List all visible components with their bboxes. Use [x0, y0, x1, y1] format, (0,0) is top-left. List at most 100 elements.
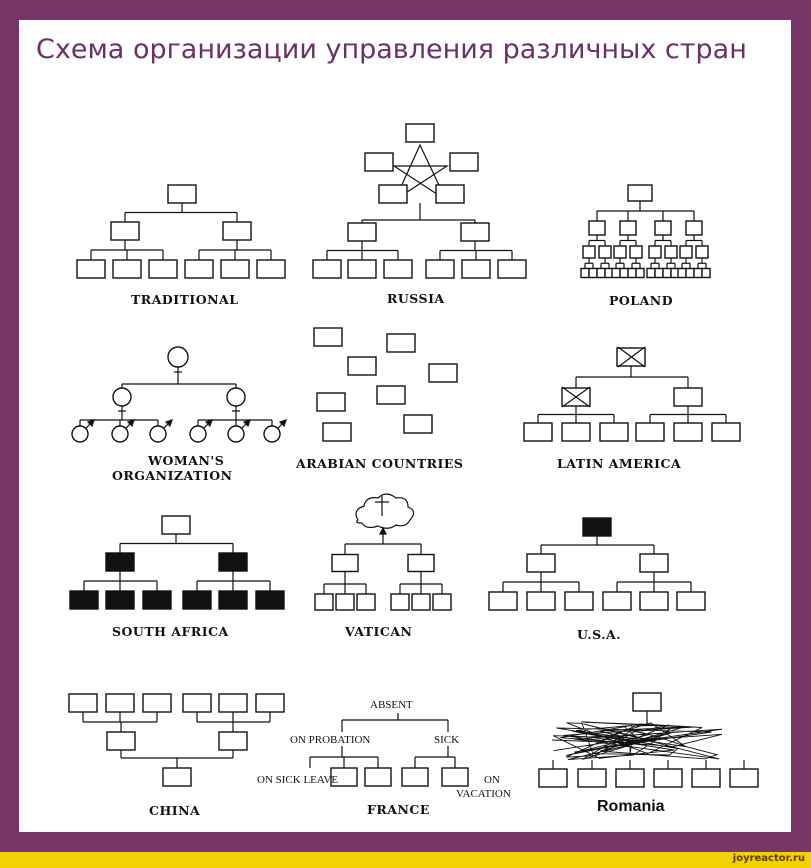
vatican-bottom-box: [356, 593, 376, 611]
traditional-top-box: [167, 184, 197, 204]
caption-womens-2: ORGANIZATION: [112, 468, 233, 483]
romania-bottom-box: [577, 768, 607, 788]
vatican-bottom-box: [390, 593, 410, 611]
caption-vatican: VATICAN: [345, 624, 413, 639]
usa-bottom-box: [488, 591, 518, 611]
male-symbol-head: [126, 419, 135, 428]
south-africa-bottom-box: [142, 590, 172, 610]
china-mid-box: [106, 731, 136, 751]
usa-bottom-box: [639, 591, 669, 611]
male-symbol: [227, 425, 245, 443]
romania-tangle: [551, 721, 723, 761]
russia-bottom-box: [497, 259, 527, 279]
traditional-bottom-box: [256, 259, 286, 279]
south-africa-top-box: [161, 515, 191, 535]
poland-level4-box: [685, 267, 695, 279]
south-africa-bottom-box: [218, 590, 248, 610]
russia-left-box: [364, 152, 394, 172]
caption-latin-america: LATIN AMERICA: [557, 456, 682, 471]
vatican-bottom-box: [314, 593, 334, 611]
france-node-absent: ABSENT: [370, 699, 413, 711]
arabian-box: [403, 414, 433, 434]
russia-top-box: [405, 123, 435, 143]
latin-cross-line: [617, 346, 646, 368]
poland-level2-box: [654, 220, 672, 236]
arabian-box: [322, 422, 352, 442]
caption-poland: POLAND: [609, 293, 674, 308]
poland-level4-box: [596, 267, 606, 279]
caption-romania: Romania: [597, 798, 665, 815]
poland-level4-box: [619, 267, 629, 279]
south-africa-mid-box: [218, 552, 248, 572]
france-node-sick: SICK: [434, 734, 460, 746]
vatican-mid-box: [331, 553, 359, 573]
latin-cross-line: [561, 386, 591, 408]
male-symbol: [263, 425, 281, 443]
usa-top-box: [582, 517, 612, 537]
poland-level4-box: [677, 267, 687, 279]
vatican-bottom-box: [335, 593, 355, 611]
caption-south-africa: SOUTH AFRICA: [112, 624, 229, 639]
usa-mid-box: [639, 553, 669, 573]
france-bottom-box: [330, 767, 358, 787]
poland-level4-box: [627, 267, 637, 279]
france-node-sick-leave: ON SICK LEAVE: [257, 774, 339, 786]
poland-level4-box: [701, 267, 711, 279]
male-symbol: [111, 425, 129, 443]
latin-bottom-box: [523, 422, 553, 442]
china-top-box: [68, 693, 98, 713]
male-symbol-head: [242, 419, 251, 428]
footer-bar: joyreactor.ru: [0, 852, 811, 868]
vatican-mid-box: [407, 553, 435, 573]
china-top-box: [105, 693, 135, 713]
traditional-mid-box: [222, 221, 252, 241]
male-symbol-head: [164, 419, 173, 428]
russia-lowright-box: [435, 184, 465, 204]
caption-russia: RUSSIA: [387, 291, 445, 306]
poland-level3-box: [613, 245, 627, 259]
south-africa-bottom-box: [69, 590, 99, 610]
poland-level4-box: [580, 267, 590, 279]
poland-level2-box: [685, 220, 703, 236]
romania-bottom-box: [691, 768, 721, 788]
arabian-box: [313, 327, 343, 347]
russia-bottom-box: [461, 259, 491, 279]
arabian-box: [428, 363, 458, 383]
male-symbol-head: [86, 419, 95, 428]
russia-bottom-box: [347, 259, 377, 279]
russia-bottom-box: [312, 259, 342, 279]
vatican-bottom-box: [432, 593, 452, 611]
male-symbol: [149, 425, 167, 443]
poland-top-box: [627, 184, 653, 202]
male-symbol-head: [278, 419, 287, 428]
china-bottom-box: [162, 767, 192, 787]
caption-womens-1: WOMAN'S: [148, 453, 225, 468]
romania-bottom-box: [729, 768, 759, 788]
russia-mid-box: [460, 222, 490, 242]
poland-level2-box: [619, 220, 637, 236]
arabian-box: [386, 333, 416, 353]
russia-bottom-box: [425, 259, 455, 279]
russia-bottom-box: [383, 259, 413, 279]
poland-level4-box: [588, 267, 598, 279]
poland-level4-box: [662, 267, 672, 279]
traditional-bottom-box: [184, 259, 214, 279]
south-africa-bottom-box: [182, 590, 212, 610]
france-node-probation: ON PROBATION: [290, 734, 371, 746]
poland-level4-box: [693, 267, 703, 279]
traditional-mid-box: [110, 221, 140, 241]
romania-bottom-box: [615, 768, 645, 788]
poland-level3-box: [598, 245, 612, 259]
usa-bottom-box: [676, 591, 706, 611]
female-symbol: [167, 346, 189, 368]
male-symbol: [189, 425, 207, 443]
female-symbol: [226, 387, 246, 407]
russia-right-box: [449, 152, 479, 172]
poland-level2-box: [588, 220, 606, 236]
south-africa-bottom-box: [105, 590, 135, 610]
poland-level3-box: [648, 245, 662, 259]
traditional-bottom-box: [112, 259, 142, 279]
china-top-box: [182, 693, 212, 713]
latin-mid-box: [673, 387, 703, 407]
